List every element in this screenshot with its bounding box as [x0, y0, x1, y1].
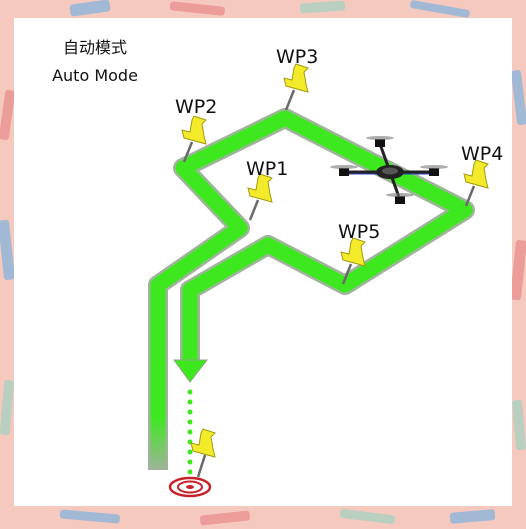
flight-path [148, 108, 475, 470]
landing-target-icon [168, 476, 212, 498]
push-pin-icon [190, 428, 216, 478]
push-pin-icon [463, 159, 489, 207]
push-pin-icon [340, 237, 366, 285]
mode-title-english: Auto Mode [52, 66, 138, 85]
push-pin-icon [283, 63, 309, 111]
quadcopter-drone-icon [330, 136, 448, 204]
waypoint-label-wp2: WP2 [175, 96, 217, 118]
push-pin-icon [247, 173, 273, 221]
push-pin-icon [181, 115, 207, 163]
waypoint-label-wp4: WP4 [461, 143, 503, 165]
waypoint-label-wp1: WP1 [246, 158, 288, 180]
direction-arrow [173, 359, 209, 383]
waypoint-label-wp3: WP3 [276, 46, 318, 68]
diagram-panel [14, 18, 512, 506]
dotted-descent-line [187, 389, 193, 475]
mode-title-chinese: 自动模式 [62, 38, 127, 57]
waypoint-label-wp5: WP5 [338, 221, 380, 243]
